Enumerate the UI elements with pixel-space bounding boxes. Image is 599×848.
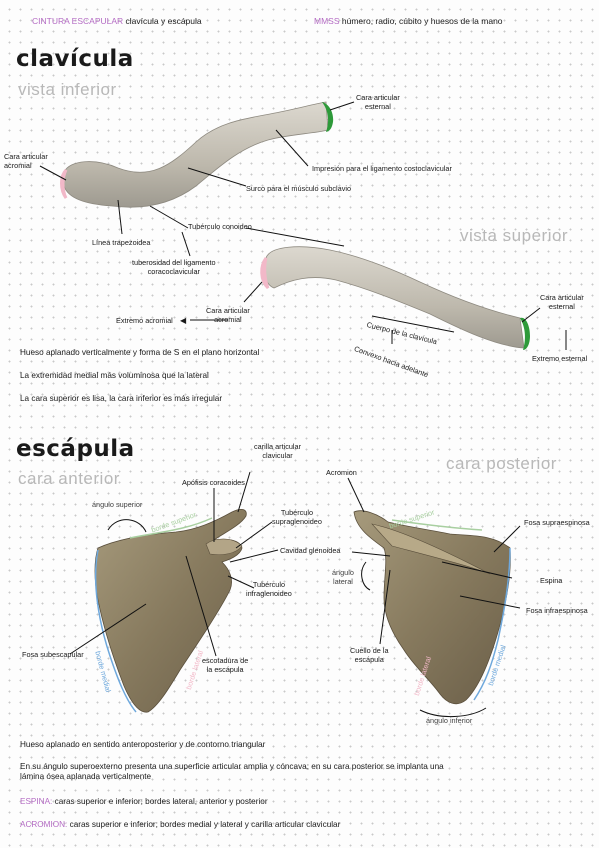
clavicula-acromial-face-inferior [60, 168, 68, 199]
acromion-tag: ACROMION: [20, 820, 68, 829]
clavicula-leader-lines [39, 101, 567, 350]
label-angulo-lateral: ángulo lateral [332, 568, 354, 587]
escapula-title: escápula [16, 436, 135, 462]
escapula-posterior-medial-border [473, 547, 511, 701]
header-right-tag: MMSS [314, 16, 340, 26]
clavicula-note-1: Hueso aplanado verticalmente y forma de … [20, 348, 260, 357]
label-fosa-supraespinosa: Fosa supraespinosa [524, 518, 590, 527]
clavicula-esternal-face-superior [520, 317, 530, 350]
label-escotadura: escotadura de la escápula [202, 656, 249, 675]
escapula-anterior-medial-border [94, 549, 137, 713]
escapula-note-acromion: ACROMION: caras superior e inferior; bor… [20, 820, 340, 830]
arrow-left-icon: ◀ [180, 316, 187, 325]
label-cavidad-glenoidea: Cavidad glenoidea [280, 546, 341, 555]
clavicula-superior-bone [263, 246, 525, 349]
escapula-anterior-bone [94, 508, 247, 713]
escapula-angle-marks [107, 519, 487, 718]
label-fosa-infraespinosa: Fosa infraespinosa [526, 606, 588, 615]
clavicula-acromial-face-superior [260, 257, 270, 290]
header-left: CINTURA ESCAPULAR clavícula y escápula [32, 16, 202, 26]
espina-text: caras superior e inferior; bordes latera… [54, 797, 268, 806]
label-tuberosidad-ligamento: tuberosidad del ligamento coracoclavicul… [132, 258, 216, 277]
escapula-view-posterior: cara posterior [446, 454, 557, 473]
label-cara-articular-acromial-1: Cara articular acromial [4, 152, 48, 171]
label-extremo-esternal: Extremo esternal [532, 354, 588, 363]
label-linea-trapezoidea: Línea trapezoidea [92, 238, 151, 247]
label-carilla-articular-clavicular: carilla articular clavicular [254, 442, 302, 461]
label-fosa-subescapular: Fosa subescapular [22, 650, 84, 659]
escapula-note-2b: lámina ósea aplanada verticalmente [20, 772, 152, 781]
label-acromion: Acromion [326, 468, 357, 477]
label-cara-articular-acromial-2: Cara articular acromial [206, 306, 250, 325]
escapula-posterior-superior-border [391, 519, 483, 531]
header-right: MMSS húmero, radio, cúbito y huesos de l… [314, 16, 503, 26]
label-impresion-ligamento: Impresión para el ligamento costoclavicu… [312, 164, 452, 173]
clavicula-note-2: La extremidad medial más voluminosa que … [20, 371, 209, 380]
escapula-leader-lines [69, 471, 521, 657]
label-cara-articular-esternal-1: Cara articular esternal [356, 93, 400, 112]
clavicula-title: clavícula [16, 46, 134, 72]
espina-tag: ESPINA: [20, 797, 53, 806]
escapula-posterior-espina [371, 523, 491, 575]
label-cara-articular-esternal-2: Cara articular esternal [540, 293, 584, 312]
label-cuello-escapula: Cuello de la escápula [350, 646, 389, 665]
label-tuberculo-supraglenoideo: Tubérculo supraglenoideo [272, 508, 322, 527]
escapula-note-1: Hueso aplanado en sentido anteroposterio… [20, 740, 266, 749]
header-right-text: húmero, radio, cúbito y huesos de la man… [341, 16, 503, 26]
label-surco-subclavio: Surco para el músculo subclavio [246, 184, 352, 193]
escapula-view-anterior: cara anterior [18, 469, 120, 488]
escapula-note-espina: ESPINA: caras superior e inferior; borde… [20, 797, 268, 807]
label-angulo-superior: ángulo superior [92, 500, 143, 509]
label-tuberculo-conoideo: Tubérculo conoideo [188, 222, 252, 231]
label-extremo-acromial: Extremo acromial [116, 316, 173, 325]
label-tuberculo-infraglenoideo: Tubérculo infraglenoideo [246, 580, 292, 599]
clavicula-view-superior: vista superior [460, 226, 569, 245]
label-apofisis-coracoides: Apófisis coracoides [182, 478, 245, 487]
acromion-text: caras superior e inferior; bordes medial… [69, 820, 341, 829]
clavicula-view-inferior: vista inferior [18, 80, 117, 99]
clavicula-note-3: La cara superior es lisa, la cara inferi… [20, 394, 223, 403]
escapula-anterior-coracoides [205, 538, 243, 556]
label-angulo-inferior: ángulo inferior [426, 716, 473, 725]
header-left-text: clavícula y escápula [125, 16, 202, 26]
header-left-tag: CINTURA ESCAPULAR [32, 16, 124, 26]
escapula-posterior-bone [353, 510, 511, 705]
escapula-anterior-superior-border [129, 517, 213, 539]
label-espina: Espina [540, 576, 563, 585]
escapula-note-2a: En su ángulo superoexterno presenta una … [20, 762, 444, 771]
